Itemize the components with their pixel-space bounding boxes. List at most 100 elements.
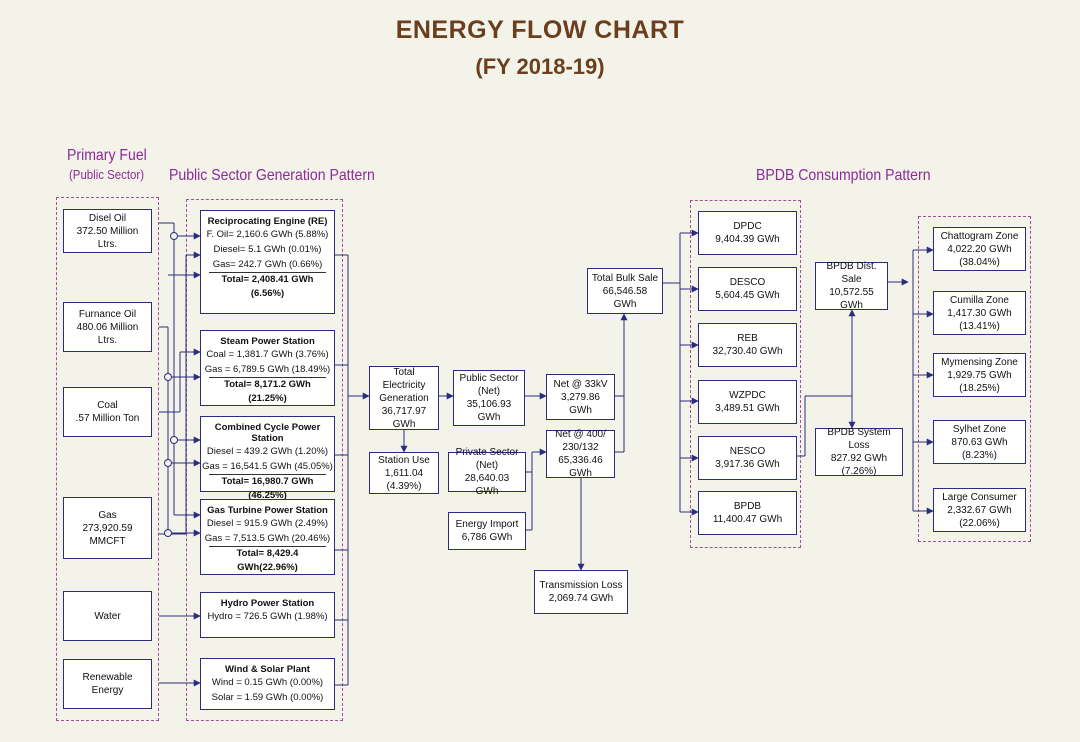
zone-value: 1,929.75 GWh (18.25%): [947, 369, 1012, 394]
gen-gas-turbine-box: Gas Turbine Power Station Diesel = 915.9…: [200, 499, 335, 575]
gen-line: Gas = 6,789.5 GWh (18.49%): [204, 364, 331, 375]
consumption-heading: BPDB Consumption Pattern: [756, 167, 931, 184]
consumer-bpdb-box: BPDB 11,400.47 GWh: [698, 491, 797, 535]
fuel-name: Water: [94, 610, 121, 622]
gen-title: Reciprocating Engine (RE): [207, 216, 328, 227]
energy-import-box: Energy Import 6,786 GWh: [448, 512, 526, 550]
zone-chattogram-box: Chattogram Zone 4,022.20 GWh (38.04%): [933, 227, 1026, 271]
consumer-value: 32,730.40 GWh: [712, 346, 783, 357]
gen-total: Total= 16,980.7 GWh (46.25%): [209, 474, 326, 503]
consumer-desco-box: DESCO 5,604.45 GWh: [698, 267, 797, 311]
distribution-frame: [690, 200, 801, 548]
consumer-wzpdc-box: WZPDC 3,489.51 GWh: [698, 380, 797, 424]
consumer-name: NESCO: [729, 446, 766, 457]
consumer-name: DPDC: [733, 221, 762, 232]
transmission-loss-box: Transmission Loss 2,069.74 GWh: [534, 570, 628, 614]
consumer-value: 9,404.39 GWh: [715, 234, 780, 245]
fuel-furnace-oil-box: Furnance Oil 480.06 Million Ltrs.: [63, 302, 152, 352]
primary-fuel-subheading: (Public Sector): [69, 167, 145, 182]
box-line: 6,786 GWh: [461, 532, 513, 543]
zone-value: 2,332.67 GWh (22.06%): [947, 504, 1012, 529]
fuel-water-box: Water: [63, 591, 152, 641]
zone-name: Cumilla Zone: [950, 294, 1009, 306]
gen-title: Wind & Solar Plant: [225, 664, 310, 675]
box-line: 35,106.93 GWh: [466, 399, 512, 423]
bpdb-dist-sale-box: BPDB Dist. Sale 10,572.55 GWh: [815, 261, 888, 311]
gen-line: Coal = 1,381.7 GWh (3.76%): [206, 349, 329, 360]
consumer-value: 3,917.36 GWh: [715, 459, 780, 470]
gen-line: Gas = 7,513.5 GWh (20.46%): [204, 533, 331, 544]
fuel-value: .57 Million Ton: [75, 413, 140, 424]
zone-name: Large Consumer: [942, 491, 1017, 503]
gen-line: Wind = 0.15 GWh (0.00%): [211, 677, 324, 688]
generation-heading: Public Sector Generation Pattern: [169, 167, 375, 184]
box-line: Station Use: [378, 454, 430, 466]
bpdb-system-loss-box: BPDB System Loss 827.92 GWh (7.26%): [815, 427, 903, 477]
fuel-gas-box: Gas 273,920.59 MMCFT: [63, 497, 152, 559]
box-line: 230/132: [562, 442, 599, 453]
box-line: 827.92 GWh (7.26%): [830, 453, 888, 477]
fuel-name: Coal: [97, 400, 118, 411]
box-line: 2,069.74 GWh: [548, 593, 614, 604]
box-line: 10,572.55 GWh: [829, 287, 874, 311]
consumer-value: 3,489.51 GWh: [715, 403, 780, 414]
gen-title: Gas Turbine Power Station: [207, 505, 328, 516]
chart-title: ENERGY FLOW CHART: [395, 16, 685, 44]
gen-line: Diesel = 439.2 GWh (1.20%): [206, 446, 329, 457]
net-400-box: Net @ 400/ 230/132 65,336.46 GWh: [546, 429, 615, 479]
gen-line: Solar = 1.59 GWh (0.00%): [211, 692, 324, 703]
zone-mymensing-box: Mymensing Zone 1,929.75 GWh (18.25%): [933, 353, 1026, 397]
consumer-nesco-box: NESCO 3,917.36 GWh: [698, 436, 797, 480]
total-generation-box: Total Electricity Generation 36,717.97 G…: [369, 366, 439, 430]
box-line: (Net): [477, 386, 501, 397]
zone-value: 870.63 GWh (8.23%): [951, 436, 1008, 461]
gen-line: Gas= 242.7 GWh (0.66%): [212, 259, 323, 270]
gen-steam-box: Steam Power Station Coal = 1,381.7 GWh (…: [200, 330, 335, 406]
gen-total: Total= 8,171.2 GWh (21.25%): [209, 377, 326, 406]
zone-large-consumer-box: Large Consumer 2,332.67 GWh (22.06%): [933, 488, 1026, 532]
public-sector-box: Public Sector (Net) 35,106.93 GWh: [453, 370, 525, 426]
fuel-name: Gas: [98, 509, 117, 521]
zones-frame: [918, 216, 1031, 542]
gen-reciprocating-engine-box: Reciprocating Engine (RE) F. Oil= 2,160.…: [200, 210, 335, 314]
gen-line: F. Oil= 2,160.6 GWh (5.88%): [206, 229, 329, 240]
box-line: 28,640.03 GWh: [464, 473, 510, 497]
gen-total: Total= 2,408.41 GWh (6.56%): [209, 272, 326, 301]
consumer-name: REB: [737, 333, 758, 344]
gen-title: Hydro Power Station: [220, 598, 315, 609]
primary-fuel-frame: [56, 197, 159, 721]
consumer-dpdc-box: DPDC 9,404.39 GWh: [698, 211, 797, 255]
zone-value: 4,022.20 GWh (38.04%): [947, 243, 1012, 268]
gen-line: Diesel = 915.9 GWh (2.49%): [206, 518, 329, 529]
consumer-value: 11,400.47 GWh: [712, 514, 783, 525]
box-line: Net @ 33kV: [553, 378, 608, 390]
gen-line: Gas = 16,541.5 GWh (45.05%): [202, 461, 333, 472]
primary-fuel-heading: Primary Fuel: [67, 147, 147, 164]
box-line: 66,546.58 GWh: [602, 285, 648, 310]
box-line: 65,336.46 GWh: [558, 455, 603, 479]
fuel-value: 372.50 Million Ltrs.: [76, 225, 139, 250]
consumer-name: DESCO: [729, 277, 766, 288]
gen-title: Combined Cycle Power Station: [214, 422, 321, 444]
box-line: Generation: [379, 392, 429, 404]
gen-title: Steam Power Station: [220, 336, 315, 347]
box-line: Total: [393, 366, 415, 378]
fuel-name: Renewable Energy: [82, 672, 133, 696]
box-line: BPDB Dist. Sale: [826, 261, 877, 285]
fuel-name: Furnance Oil: [78, 308, 137, 320]
zone-name: Chattogram Zone: [940, 230, 1019, 242]
box-line: Electricity: [382, 379, 426, 391]
gen-total: Total= 8,429.4 GWh(22.96%): [209, 546, 326, 575]
zone-cumilla-box: Cumilla Zone 1,417.30 GWh (13.41%): [933, 291, 1026, 335]
consumer-name: BPDB: [733, 501, 762, 512]
fuel-value: 480.06 Million Ltrs.: [76, 321, 139, 346]
net-33kv-box: Net @ 33kV 3,279.86 GWh: [546, 374, 615, 420]
gen-line: Diesel= 5.1 GWh (0.01%): [213, 244, 322, 255]
fuel-renewable-box: Renewable Energy: [63, 659, 152, 709]
box-line: Net @ 400/: [555, 429, 606, 440]
gen-wind-solar-box: Wind & Solar Plant Wind = 0.15 GWh (0.00…: [200, 658, 335, 710]
consumer-name: WZPDC: [729, 390, 766, 401]
zone-sylhet-box: Sylhet Zone 870.63 GWh (8.23%): [933, 420, 1026, 464]
station-use-box: Station Use 1,611.04 (4.39%): [369, 452, 439, 494]
